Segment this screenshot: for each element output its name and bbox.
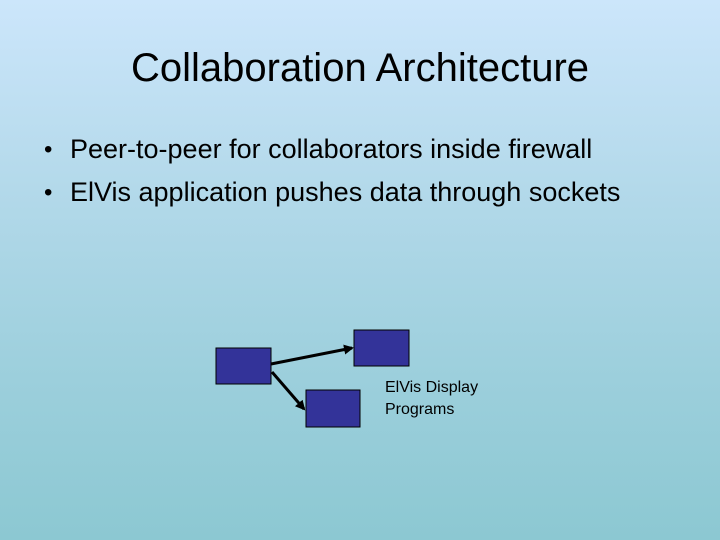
source-node [215, 347, 272, 385]
display-node-bottom [305, 389, 361, 428]
arrow-to-top-display [270, 344, 354, 366]
caption-line-1: ElVis Display [385, 379, 479, 396]
arrow-to-bottom-display [270, 371, 306, 411]
bullet-marker: • [44, 179, 53, 206]
slide-title: Collaboration Architecture [130, 46, 590, 90]
display-node-top [353, 329, 410, 367]
bullet-item-elvis-sockets: • ElVis application pushes data through … [44, 175, 684, 210]
bullet-marker: • [44, 136, 53, 163]
bullet-text: ElVis application pushes data through so… [70, 177, 621, 207]
bullet-list: • Peer-to-peer for collaborators inside … [44, 132, 684, 218]
bullet-text: Peer-to-peer for collaborators inside fi… [70, 134, 593, 164]
diagram-caption: ElVis Display Programs [385, 377, 478, 421]
caption-line-2: Programs [385, 401, 455, 418]
bullet-item-peer-to-peer: • Peer-to-peer for collaborators inside … [44, 132, 684, 167]
